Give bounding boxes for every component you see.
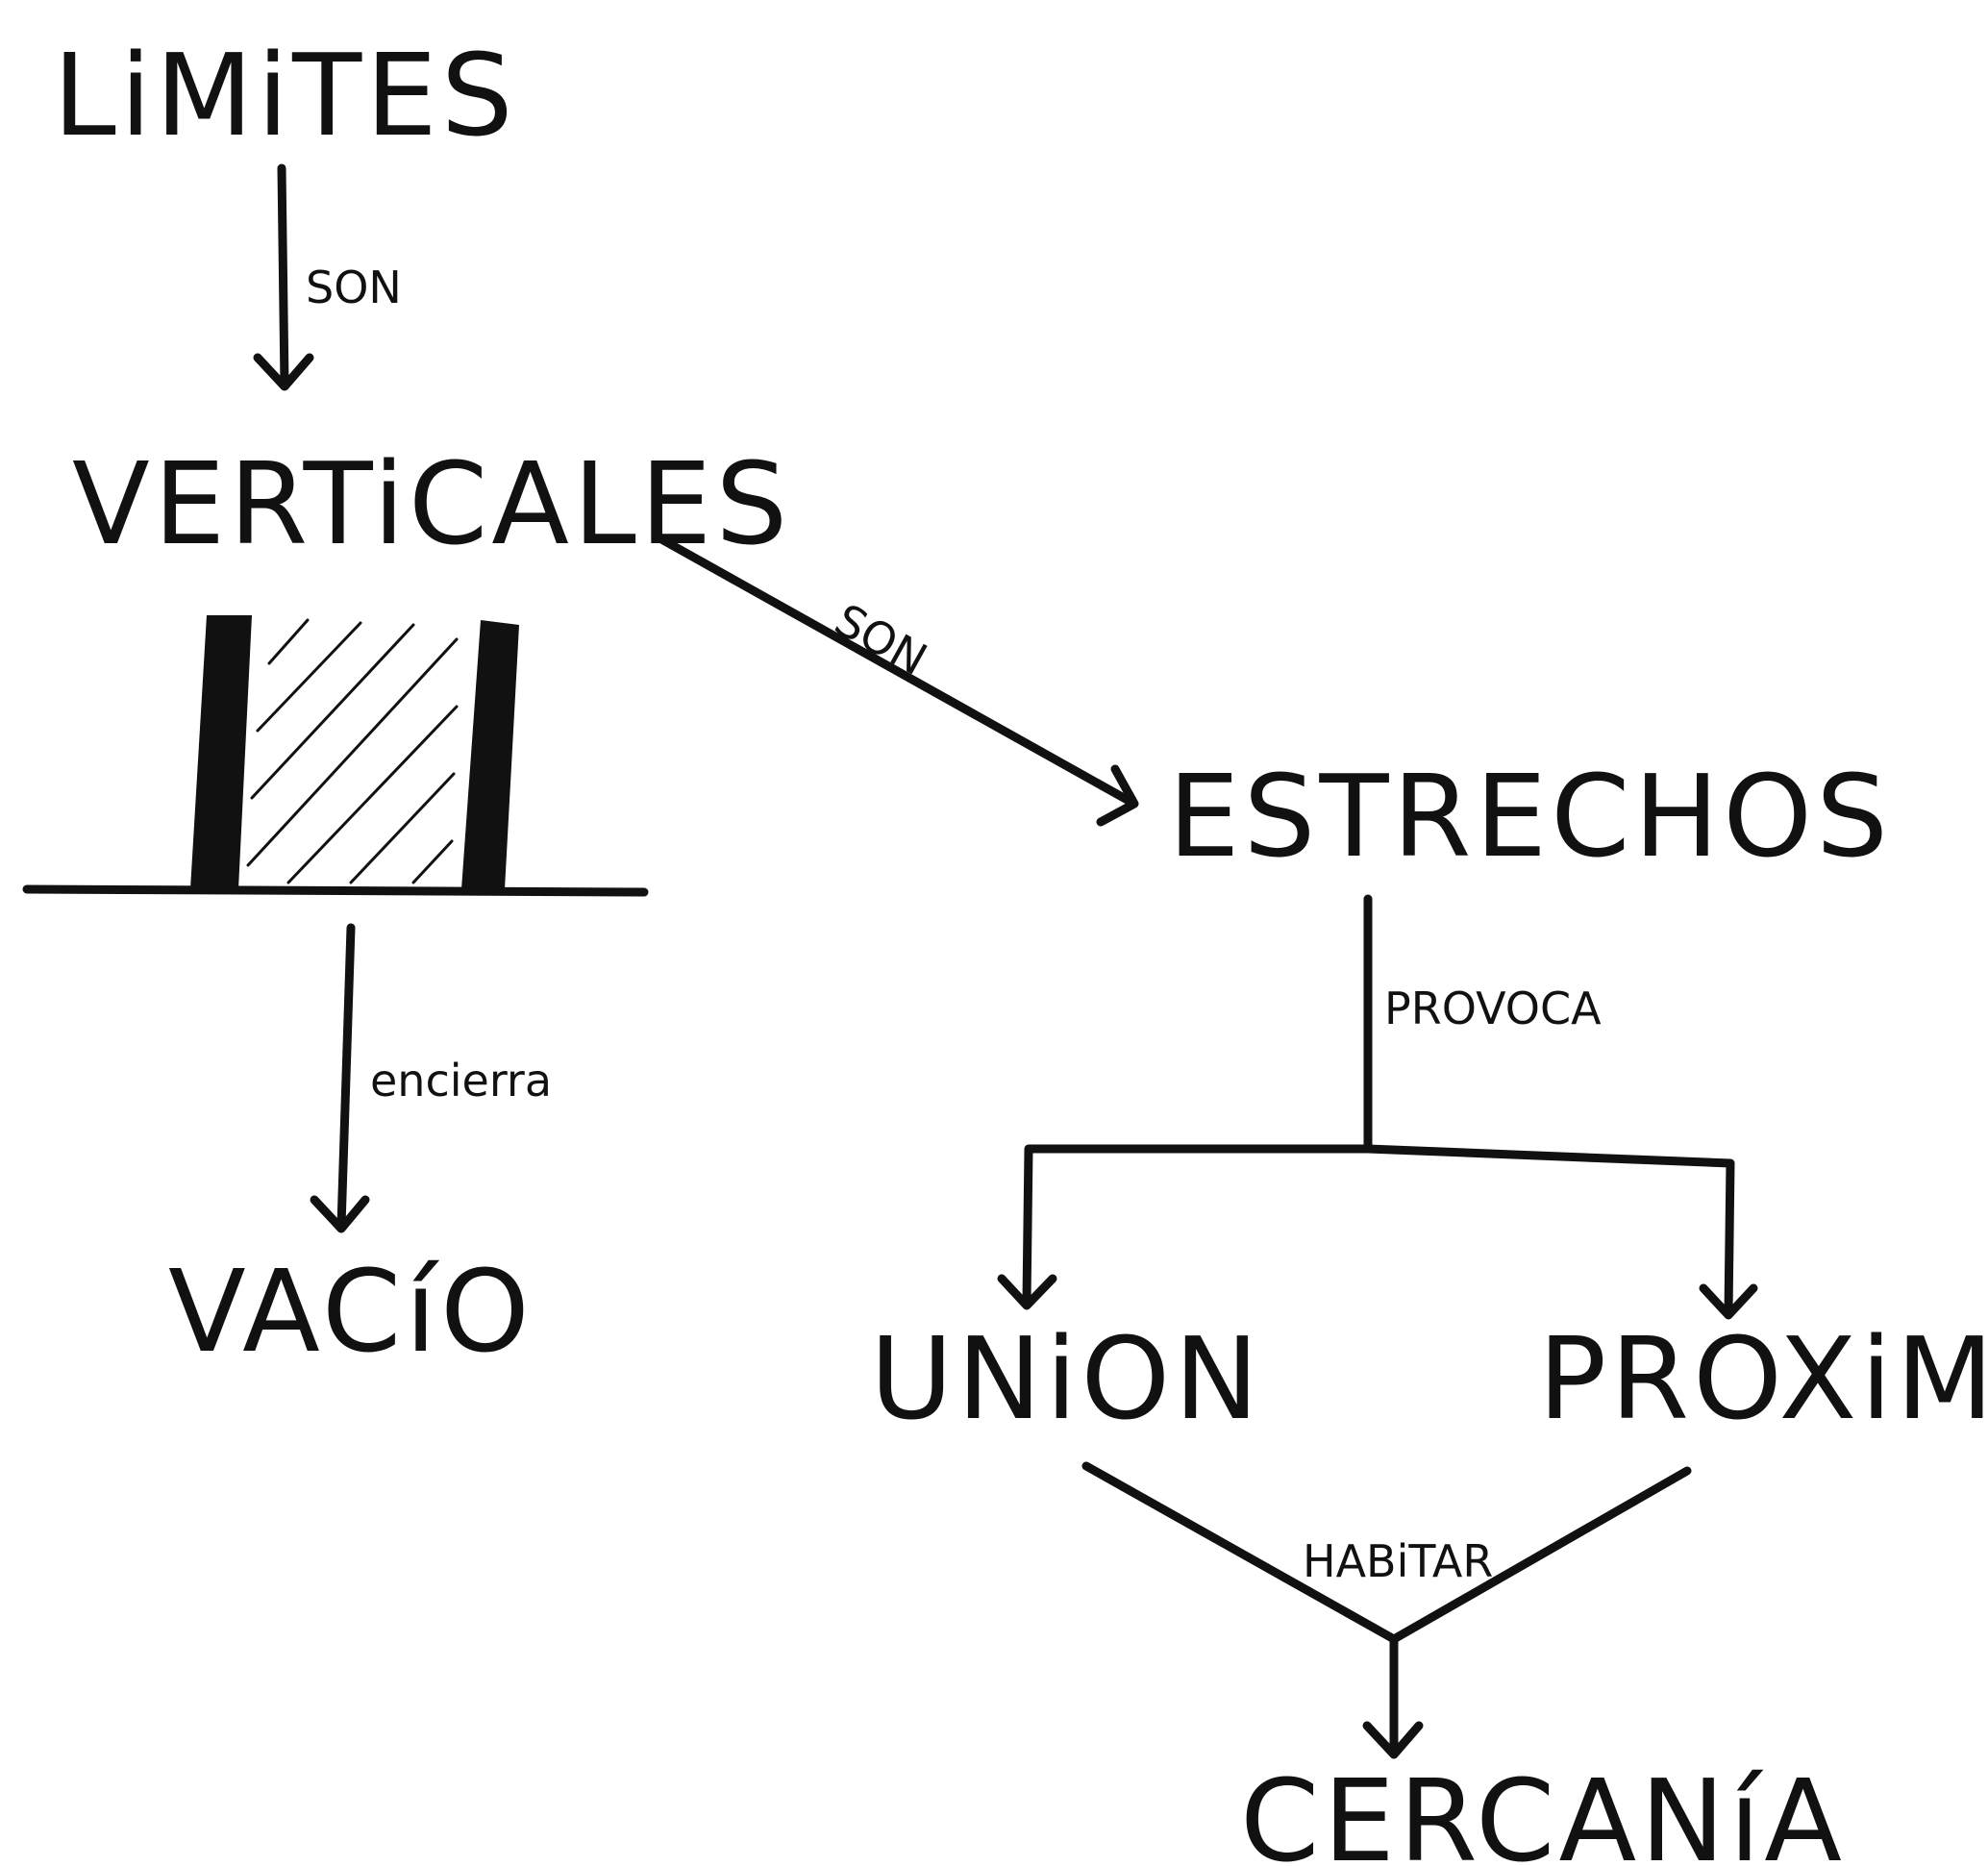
arrowhead-icon xyxy=(997,1274,1057,1310)
edge-label-son-1: SON xyxy=(306,261,402,313)
edge-label-encierra: encierra xyxy=(370,1055,552,1107)
arrowhead-icon xyxy=(1699,1283,1758,1320)
edge-verticales-estrechos: SON xyxy=(659,535,1139,827)
arrowhead-icon xyxy=(1362,1721,1424,1759)
node-proximidad: PROXiMiDAD xyxy=(1538,1312,1988,1445)
edge-label-provoca: PROVOCA xyxy=(1384,983,1602,1034)
edge-label-habitar: HABiTAR xyxy=(1303,1535,1493,1587)
edge-merge-cercania: HABiTAR xyxy=(1081,1461,1692,1759)
edge-verticales-vacio: encierra xyxy=(310,923,552,1233)
arrowhead-icon xyxy=(1096,764,1139,827)
edge-limites-verticales: SON xyxy=(253,163,402,391)
arrow-line xyxy=(336,923,356,1231)
node-vacio: VACíO xyxy=(168,1245,534,1378)
arrowhead-icon xyxy=(310,1195,370,1233)
edge-label-son-2: SON xyxy=(827,593,935,685)
node-union: UNiON xyxy=(870,1312,1263,1445)
node-estrechos: ESTRECHOS xyxy=(1168,750,1892,883)
enclosure-illustration xyxy=(22,615,649,897)
ground-line xyxy=(22,884,649,897)
arrow-line xyxy=(659,535,1137,808)
node-limites: LiMiTES xyxy=(53,29,517,162)
arrowhead-icon xyxy=(253,353,314,391)
node-cercania: CERCANíA xyxy=(1240,1754,1846,1866)
right-wall xyxy=(461,620,519,889)
void-hatching xyxy=(246,618,459,884)
edge-estrechos-split: PROVOCA xyxy=(997,894,1758,1320)
branch-line xyxy=(1022,1144,1735,1317)
arrow-line xyxy=(277,163,289,389)
left-wall xyxy=(190,615,252,889)
